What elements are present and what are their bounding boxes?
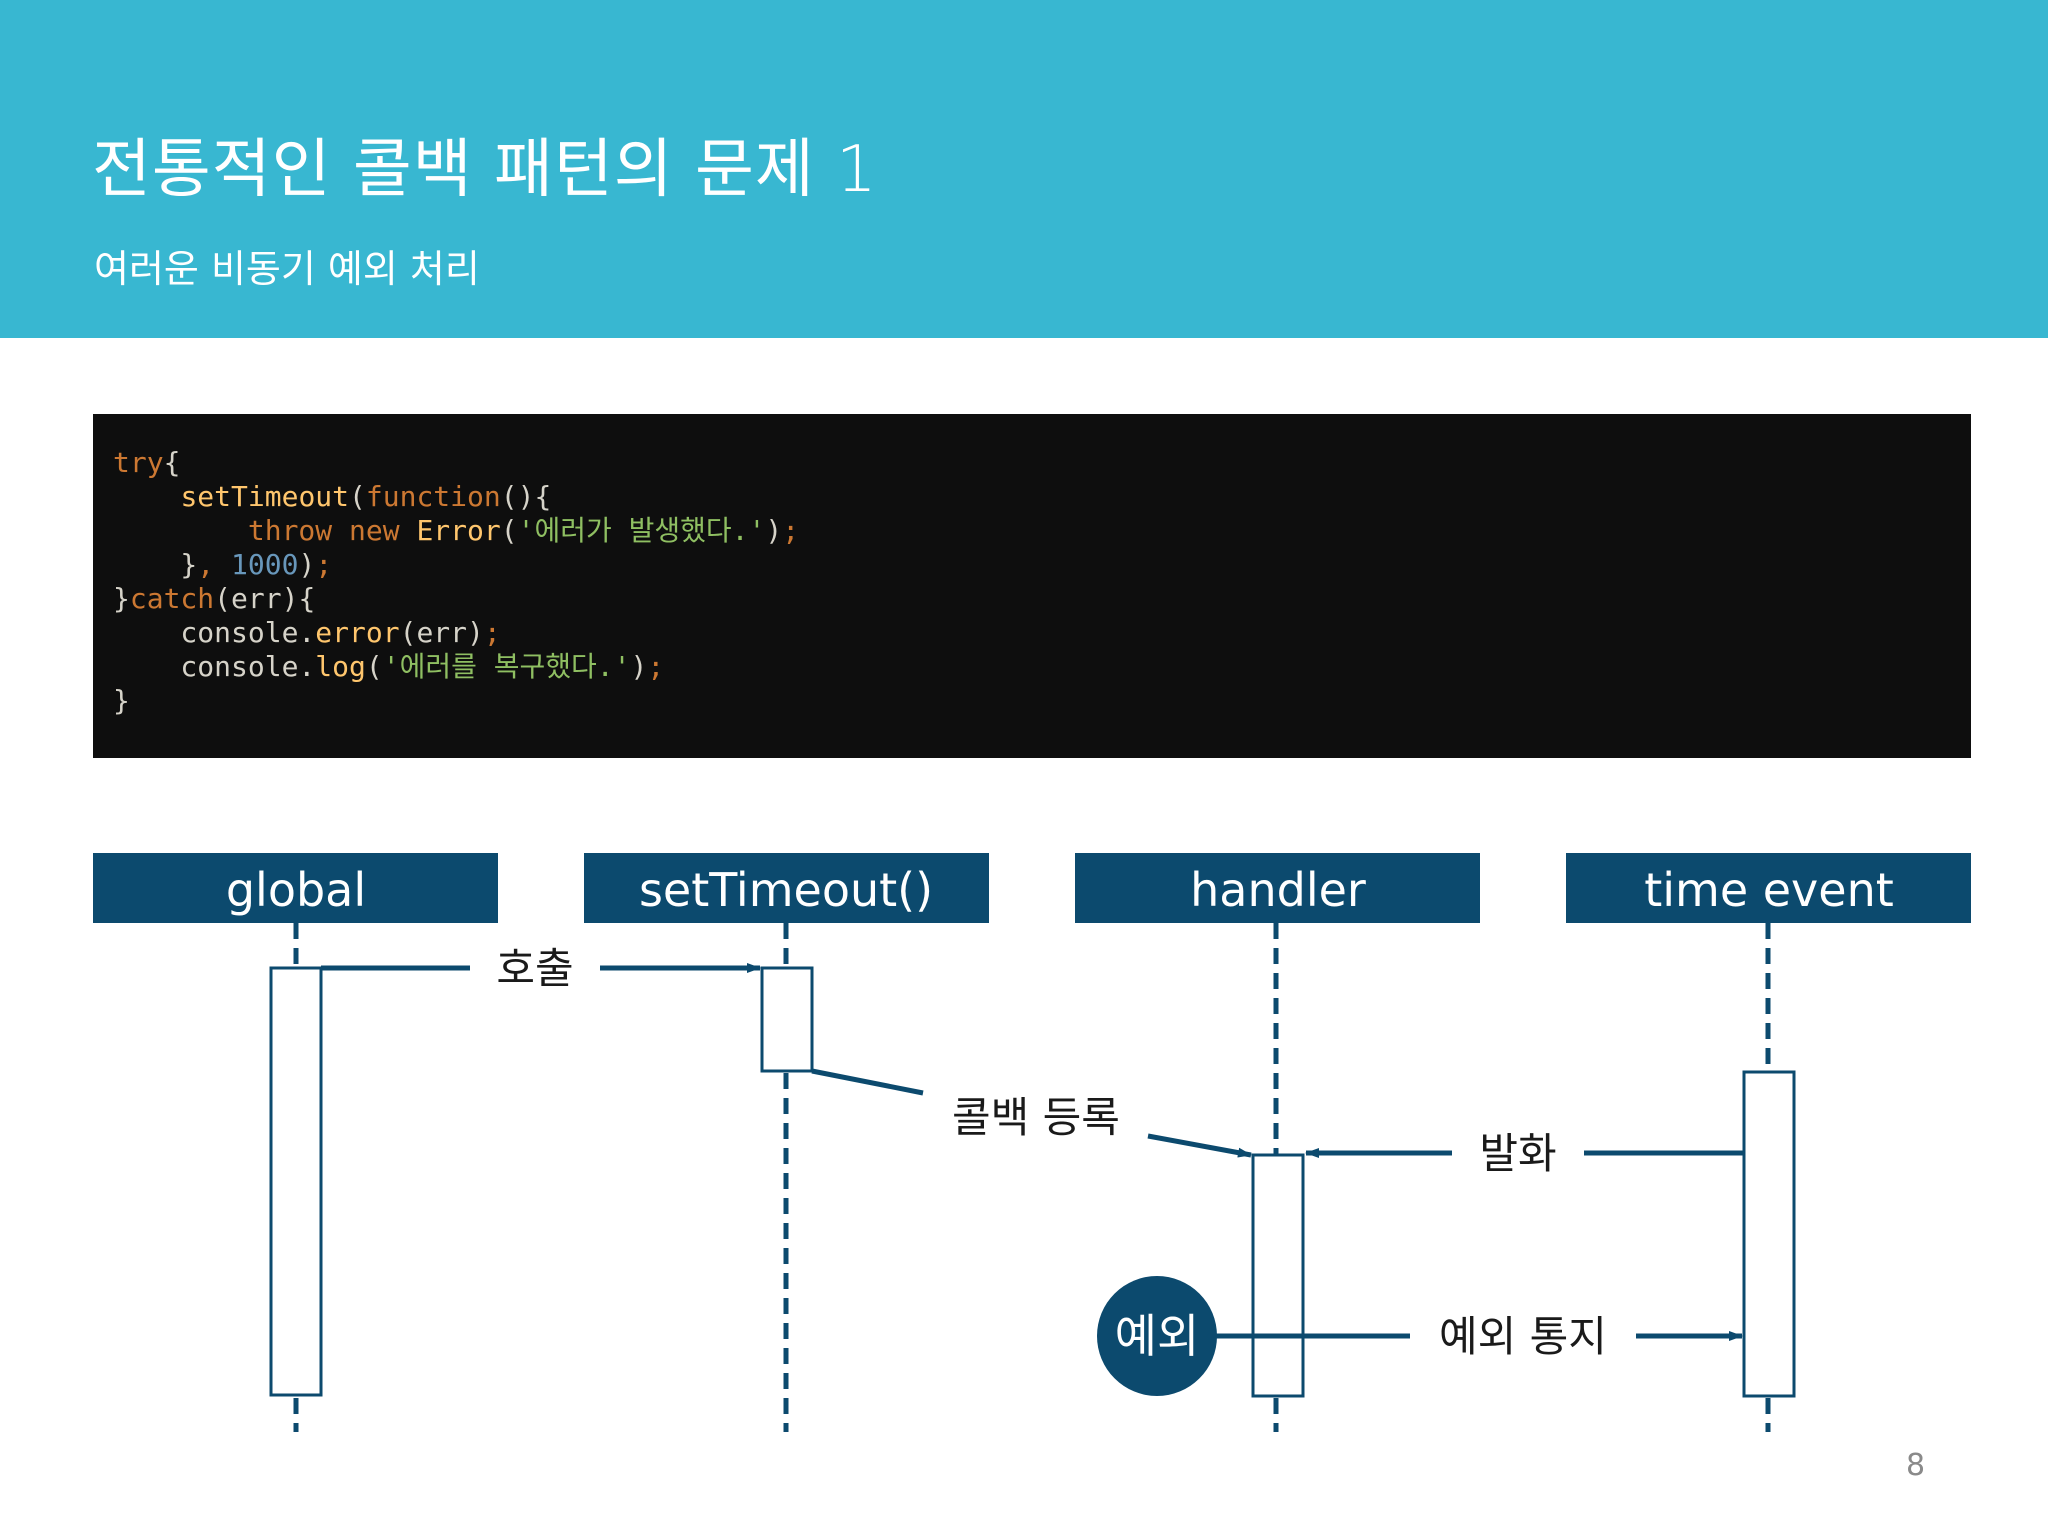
lane-header-global: global — [93, 853, 498, 923]
lane-header-settimeout: setTimeout() — [584, 853, 989, 923]
code-line-6: console.error(err); — [113, 616, 501, 649]
code-line-3: throw new Error('에러가 발생했다.'); — [247, 514, 800, 547]
code-line-1: try{ — [113, 446, 181, 479]
activation-handler — [1251, 1153, 1305, 1398]
exception-notify-label: 예외 통지 — [1439, 1312, 1607, 1361]
code-line-8: } — [113, 684, 130, 717]
code-line-5: }catch(err){ — [113, 582, 316, 615]
exception-badge-label: 예외 — [1115, 1309, 1200, 1363]
slide-title: 전통적인 콜백 패턴의 문제 1 — [92, 133, 878, 207]
activation-settimeout — [760, 966, 814, 1073]
activation-global — [269, 966, 323, 1397]
lane-label-settimeout: setTimeout() — [639, 863, 933, 917]
exception-badge: 예외 — [1097, 1276, 1217, 1396]
lane-header-time-event: time event — [1566, 853, 1971, 923]
lane-label-time-event: time event — [1644, 863, 1894, 917]
call-label: 호출 — [496, 944, 573, 993]
code-line-2: setTimeout(function(){ — [180, 480, 552, 513]
slide-subtitle: 여러운 비동기 예외 처리 — [94, 247, 480, 291]
register-arrow-line — [811, 1068, 924, 1096]
lane-label-handler: handler — [1190, 863, 1366, 917]
page-number: 8 — [1906, 1448, 1926, 1483]
activation-time-event — [1742, 1070, 1796, 1398]
code-listing: try{ setTimeout(function(){ throw new Er… — [113, 446, 799, 718]
register-callback-label: 콜백 등록 — [952, 1093, 1120, 1142]
register-arrow — [1147, 1133, 1252, 1158]
slide-header: 전통적인 콜백 패턴의 문제 1 여러운 비동기 예외 처리 — [0, 0, 2048, 338]
fire-label: 발화 — [1479, 1129, 1556, 1178]
code-block: try{ setTimeout(function(){ throw new Er… — [93, 414, 1971, 758]
code-line-7: console.log('에러를 복구했다.'); — [113, 650, 665, 683]
code-line-4: }, 1000); — [113, 548, 333, 581]
lane-label-global: global — [226, 863, 366, 917]
lane-header-handler: handler — [1075, 853, 1480, 923]
